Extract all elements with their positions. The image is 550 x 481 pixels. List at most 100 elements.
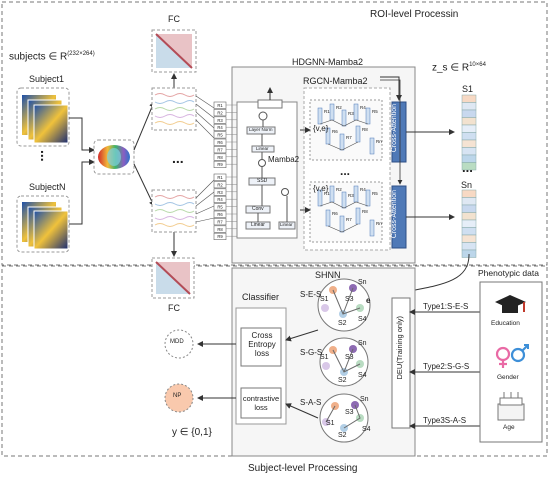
- graph-node-vector: [317, 107, 323, 125]
- ssd-label: SSD: [257, 178, 268, 184]
- graduation-cap-icon: [495, 295, 526, 313]
- graph-node-label: R5: [372, 191, 378, 196]
- ellipsis-graph: ...: [340, 164, 351, 178]
- ve-top-label: {v,e}: [313, 124, 329, 133]
- y-label: y ∈ {0,1}: [172, 427, 212, 438]
- type3-label: Type3S-A-S: [423, 416, 467, 425]
- zs-text: z_s ∈ R: [432, 62, 470, 74]
- roi-box-label: R6: [217, 140, 223, 145]
- embedding-cell: [461, 94, 477, 103]
- graph-node-label: R6: [332, 129, 338, 134]
- node-sn-label-1: Sn: [358, 279, 367, 286]
- graph-node-vector: [369, 219, 375, 237]
- embedding-cell: [461, 109, 477, 118]
- graph-node-label: R4: [360, 105, 366, 110]
- graph-node-vector: [329, 185, 335, 203]
- atlas-brain: [93, 139, 135, 175]
- roi-box-label: R5: [217, 133, 223, 138]
- graph-node-label: R1: [324, 109, 330, 114]
- roi-box-label: R3: [217, 190, 223, 195]
- age-label: Age: [503, 424, 515, 431]
- graph-node-label: R4: [360, 187, 366, 192]
- edge-e-label: e: [366, 296, 371, 305]
- cross-attention-bottom-label: Cross-Attention: [391, 190, 398, 239]
- birthday-cake-icon: [497, 392, 525, 421]
- embedding-cell: [461, 242, 477, 251]
- embedding-cell: [461, 162, 477, 171]
- node-sn-label-3: Sn: [360, 396, 369, 403]
- roi-box-label: R7: [217, 147, 223, 152]
- type1-label: Type1:S-E-S: [423, 302, 469, 311]
- hypergraph-sgs: [319, 337, 369, 387]
- subjects-superscript: (232×264): [67, 51, 95, 57]
- linear-label-2: Linear: [251, 222, 265, 228]
- linear-label-1: Linear: [256, 146, 269, 151]
- fc-matrix-bottom: [151, 257, 195, 299]
- embedding-cell: [461, 197, 477, 206]
- graph-node-vector: [355, 125, 361, 143]
- graph-node-vector: [329, 103, 335, 121]
- node-s3-label-1: S3: [345, 296, 354, 303]
- subjects-label: subjects ∈ R(232×264): [9, 51, 95, 62]
- graph-node-label: R1: [324, 191, 330, 196]
- shnn-label: SHNN: [315, 270, 341, 280]
- hypergraph-ses: [317, 278, 371, 332]
- cross-entropy-box: [240, 327, 282, 367]
- graph-node-label: R3: [348, 111, 354, 116]
- hdgnn-label: HDGNN-Mamba2: [292, 57, 364, 67]
- subject1-image-stack: [16, 87, 70, 147]
- ellipsis-subjects: ...: [38, 150, 54, 162]
- node-s1-label-1: S1: [320, 296, 329, 303]
- graph-node-label: R8: [362, 127, 368, 132]
- roi-timeseries-bottom: [151, 189, 197, 233]
- graph-node-label: R8: [362, 209, 368, 214]
- mamba2-output-box: [257, 99, 283, 109]
- sn-label: Sn: [461, 180, 473, 190]
- hyper-sas-label: S-A-S: [300, 398, 322, 407]
- node-sn-label-2: Sn: [358, 340, 367, 347]
- embedding-cell: [461, 117, 477, 126]
- fc-bottom-label: FC: [168, 303, 180, 313]
- graph-node-vector: [339, 215, 345, 233]
- gender-icon: [495, 344, 529, 368]
- layer-norm-label: Layer Norm: [249, 127, 273, 132]
- node-s3-label-3: S3: [345, 409, 354, 416]
- mamba2-label: Mamba2: [268, 155, 300, 164]
- graph-node-vector: [369, 137, 375, 155]
- fc-matrix-top: [151, 29, 197, 73]
- cross-attention-top-label: Cross-Attention: [391, 104, 398, 153]
- deu-box: [391, 297, 411, 429]
- phenotypic-label: Phenotypic data: [478, 268, 539, 278]
- node-s4-label-1: S4: [358, 316, 367, 323]
- embedding-s1: [461, 94, 477, 171]
- graph-node-label: R7: [346, 217, 352, 222]
- embedding-cell: [461, 204, 477, 213]
- mdd-label: MDD: [170, 339, 184, 345]
- node-s4-label-3: S4: [362, 426, 371, 433]
- graph-node-label: Rn: [376, 139, 382, 144]
- zs-superscript: 10×64: [469, 62, 486, 68]
- zs-label: z_s ∈ R10×64: [432, 62, 486, 73]
- graph-node-label: R2: [336, 105, 342, 110]
- embedding-cell: [461, 212, 477, 221]
- roi-level-title: ROI-level Processin: [370, 9, 459, 20]
- node-s2-label-3: S2: [338, 432, 347, 439]
- mdd-node: [164, 329, 194, 359]
- deu-label: DEU(Training only): [395, 316, 404, 380]
- subject1-label: Subject1: [29, 74, 65, 84]
- roi-box-label: R2: [217, 110, 223, 115]
- roi-box-label: R9: [217, 234, 223, 239]
- graph-node-label: R7: [346, 135, 352, 140]
- roi-timeseries-top: [151, 87, 197, 131]
- roi-box-label: R8: [217, 155, 223, 160]
- education-label: Education: [491, 320, 520, 327]
- roi-box-label: R7: [217, 219, 223, 224]
- node-s3-label-2: S3: [345, 354, 354, 361]
- roi-box-label: R1: [217, 103, 223, 108]
- hypergraph-sas: [319, 393, 369, 443]
- embedding-cell: [461, 132, 477, 141]
- subjectN-label: SubjectN: [29, 182, 66, 192]
